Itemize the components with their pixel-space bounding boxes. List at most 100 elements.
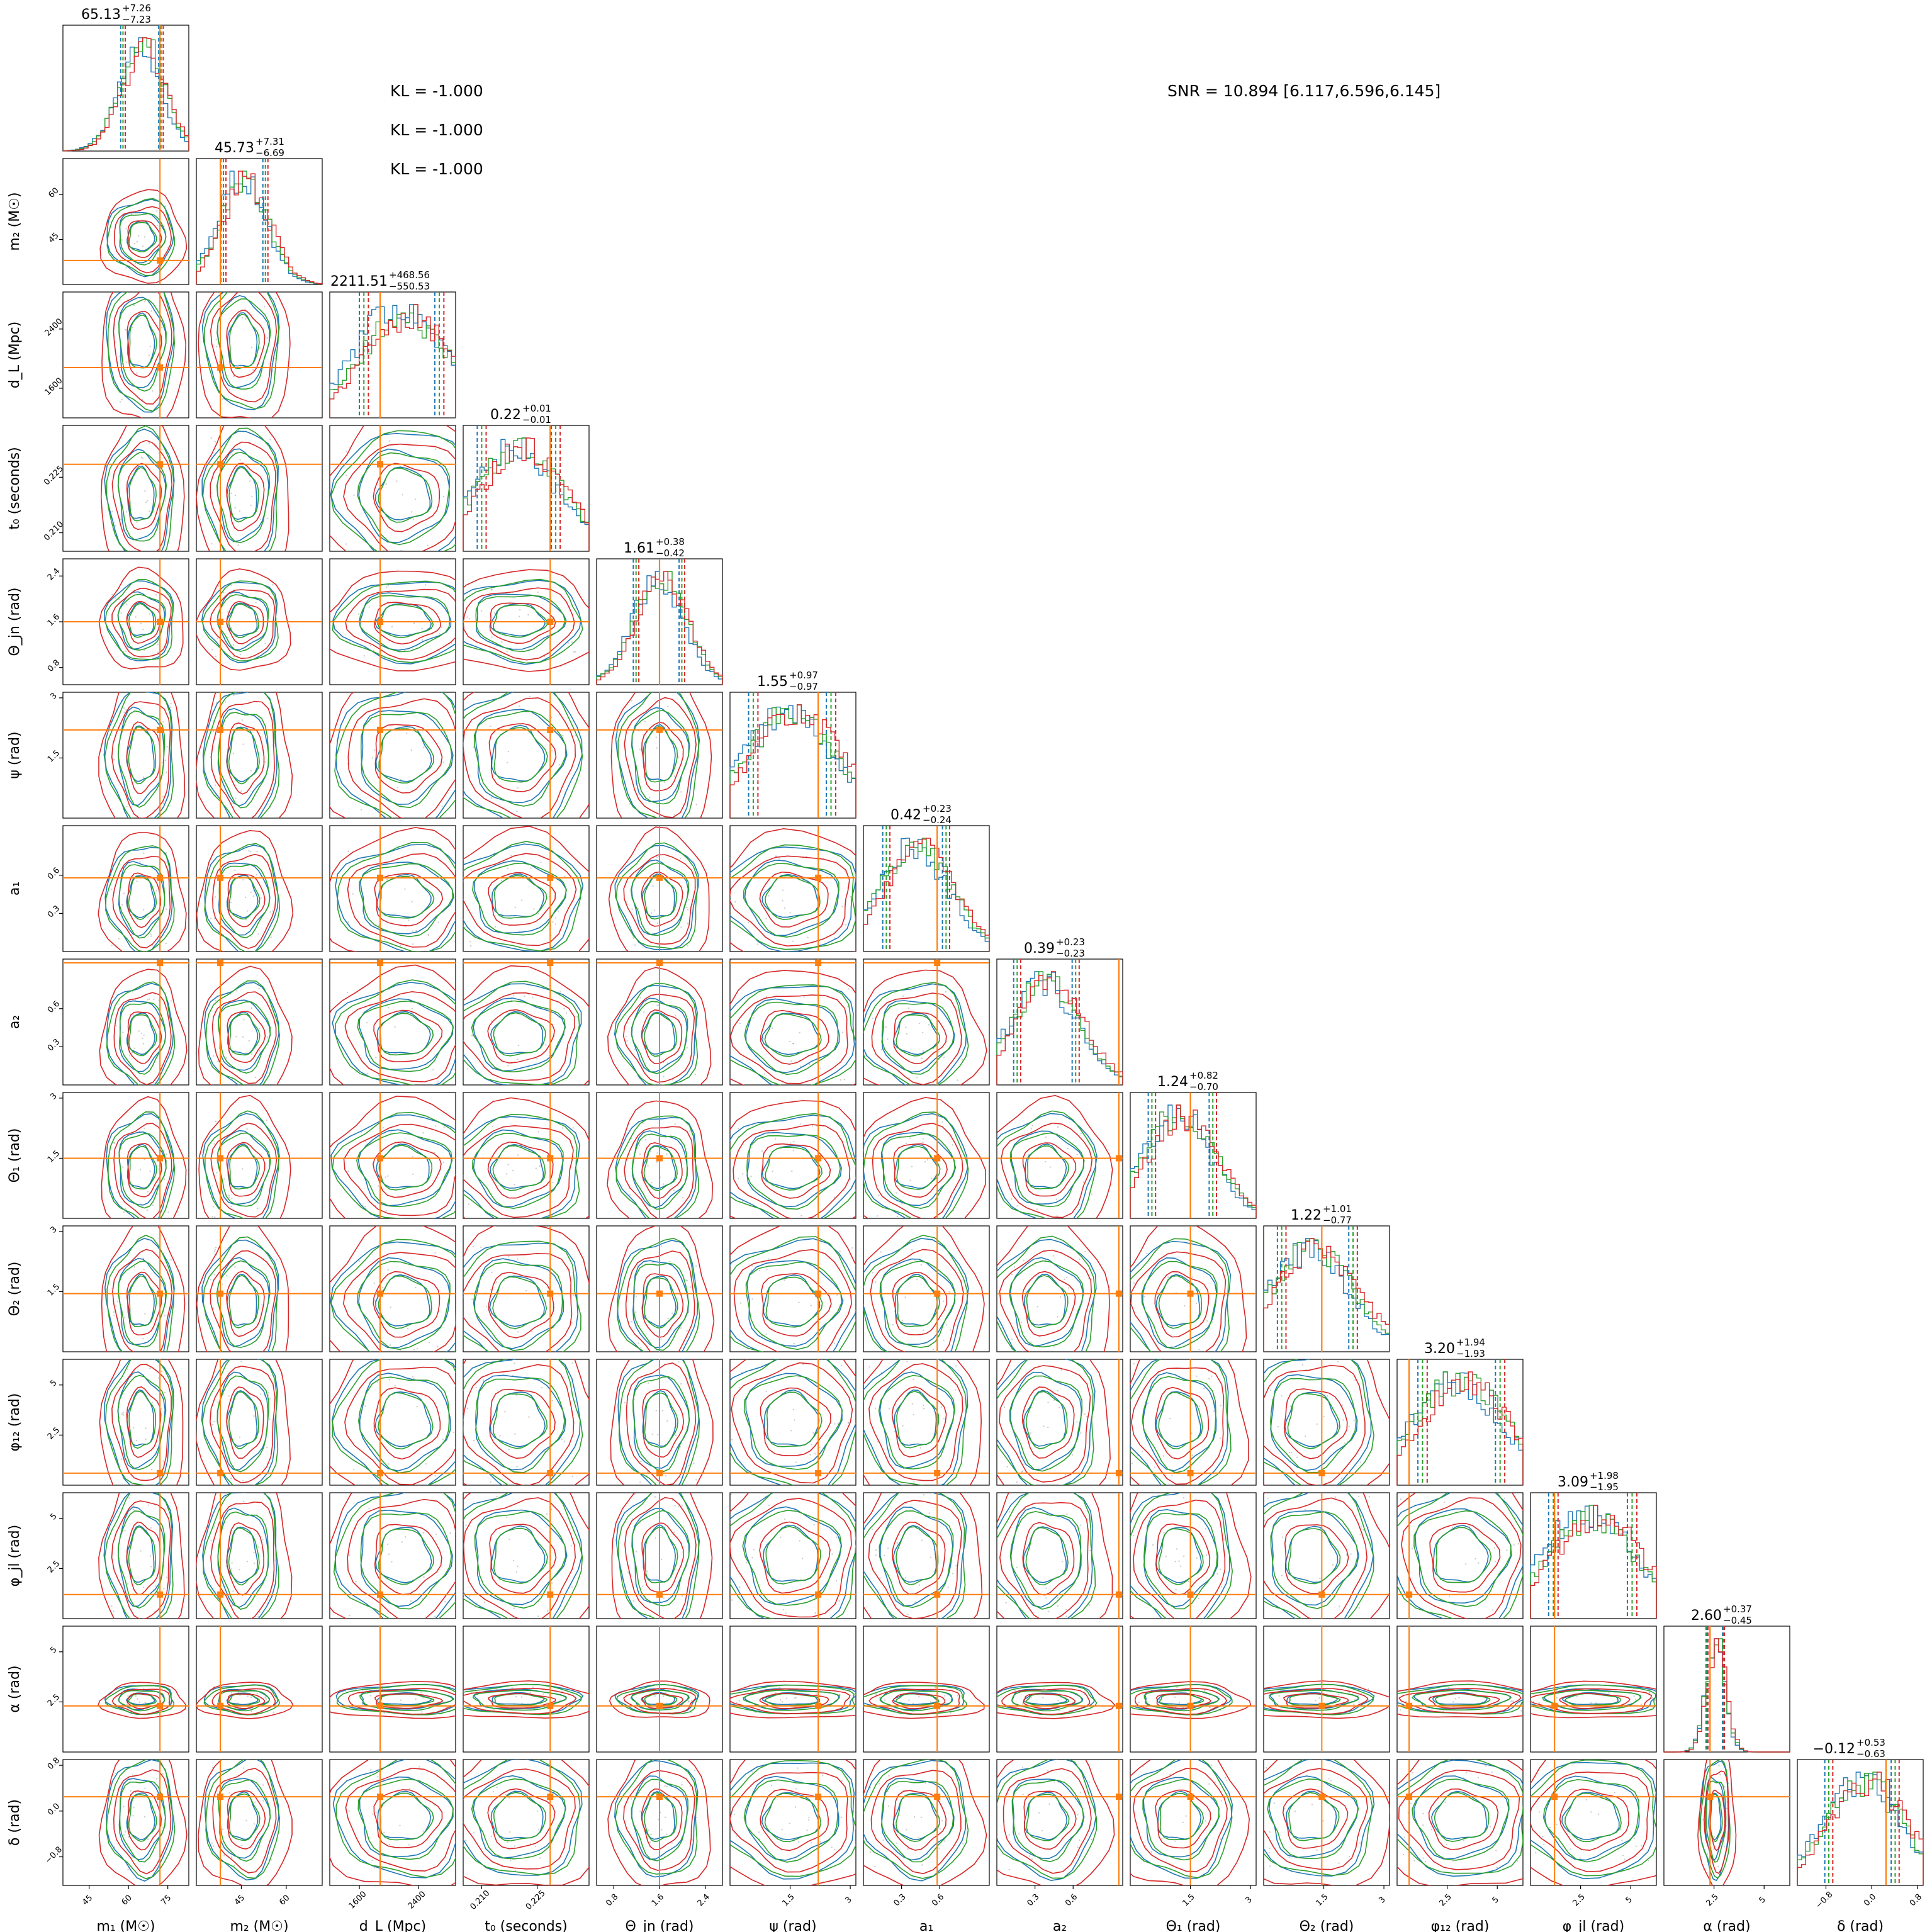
sample-point-theta2-delta [1264, 1868, 1265, 1870]
contour-m2-theta1-1-2 [204, 1110, 279, 1218]
contour-psi-theta1-0-1 [746, 1132, 842, 1208]
sample-point-t0-a1 [507, 867, 508, 869]
sample-point-dL-a2 [411, 1008, 413, 1009]
sample-point-theta2-phi12 [1289, 1405, 1292, 1407]
sample-point-thetajn-a1 [656, 856, 658, 858]
sample-point-a2-alpha [1030, 1697, 1032, 1699]
sample-point-a2-phijl [1066, 1513, 1068, 1515]
contour-m2-phijl-2-1 [210, 1501, 275, 1619]
sample-point-phi12-delta [1491, 1772, 1493, 1773]
truth-marker-t0-psi [547, 726, 554, 733]
snr-annotation: SNR = 10.894 [6.117,6.596,6.145] [1167, 82, 1441, 100]
sample-point-phi12-delta [1465, 1772, 1468, 1774]
sample-point-theta2-phijl [1350, 1553, 1352, 1555]
hist-theta1-series-2 [1130, 1104, 1257, 1218]
contour-m2-phijl-2-2 [196, 1493, 293, 1619]
sample-point-dL-psi [360, 809, 362, 811]
kl-annotation-2: KL = -1.000 [390, 121, 483, 139]
xtick-label-t0-0: 0.210 [468, 1889, 491, 1912]
sample-point-m1-psi [123, 711, 125, 713]
sample-point-dL-phijl [388, 1553, 390, 1555]
sample-point-theta1-delta [1135, 1827, 1138, 1829]
contour-a1-phi12-1-2 [863, 1359, 967, 1485]
contour-psi-a1-0-1 [744, 860, 840, 936]
contour-a2-theta1-0-2 [997, 1113, 1098, 1218]
hist-theta1-series-1 [1130, 1104, 1257, 1218]
sample-point-t0-a1 [514, 906, 516, 909]
sample-point-m2-a1 [248, 850, 250, 852]
sample-point-dL-alpha [422, 1697, 424, 1699]
sample-point-a2-phi12 [1057, 1390, 1059, 1392]
sample-point-m2-delta [211, 1842, 213, 1845]
sample-point-dL-a1 [427, 935, 430, 936]
sample-point-dL-alpha [400, 1699, 402, 1701]
contour-m1-theta2-1-2 [106, 1234, 175, 1352]
sample-point-a1-phijl [929, 1556, 932, 1558]
sample-point-thetajn-phi12 [657, 1434, 659, 1436]
contour-thetajn-phi12-2-2 [610, 1359, 714, 1485]
contour-m2-psi-2-2 [196, 692, 293, 818]
sample-point-t0-theta2 [475, 1352, 476, 1354]
sample-point-dL-theta2 [413, 1349, 415, 1351]
contour-m1-delta-2-1 [113, 1769, 172, 1875]
contour-theta2-delta-1-1 [1267, 1778, 1359, 1860]
sample-point-dL-psi [441, 805, 443, 807]
sample-point-m1-t0 [115, 525, 116, 527]
contour-theta1-theta2-1-1 [1141, 1261, 1218, 1350]
sample-point-theta2-phi12 [1344, 1442, 1346, 1444]
panel-frame-m1-t0 [62, 425, 189, 552]
panel-frame-psi-a1 [729, 825, 856, 952]
sample-point-m1-phi12 [122, 1412, 124, 1413]
sample-point-m2-delta [222, 1828, 223, 1830]
sample-point-t0-phijl [465, 1524, 467, 1526]
sample-point-psi-theta1 [750, 1176, 752, 1177]
sample-point-thetajn-phi12 [680, 1383, 682, 1385]
contour-a2-theta2-1-0 [1026, 1274, 1069, 1328]
truth-marker-a1-theta1 [934, 1155, 941, 1162]
sample-point-a1-theta1 [905, 1142, 907, 1145]
sample-point-dL-alpha [403, 1711, 405, 1714]
kl-annotation-1: KL = -1.000 [390, 82, 483, 100]
sample-point-thetajn-phi12 [665, 1474, 667, 1477]
sample-point-a1-phijl [905, 1502, 907, 1505]
contour-dL-delta-2-0 [373, 1789, 443, 1848]
contour-dL-theta2-1-0 [378, 1275, 432, 1329]
contour-m1-t0-1-0 [128, 467, 157, 522]
contour-m2-psi-1-2 [203, 692, 280, 818]
contour-thetajn-phijl-1-1 [631, 1510, 690, 1607]
contour-t0-alpha-1-0 [494, 1693, 548, 1706]
sample-point-a1-a2 [938, 1051, 940, 1053]
sample-point-m2-phi12 [211, 1424, 214, 1426]
panel-m1-phi12 [62, 1359, 189, 1486]
contour-thetajn-a2-2-0 [641, 1009, 683, 1064]
sample-point-m2-dL [241, 317, 244, 319]
sample-point-m2-a1 [247, 910, 249, 912]
sample-point-psi-theta2 [765, 1333, 767, 1335]
sample-point-m1-theta2 [133, 1266, 136, 1268]
sample-point-thetajn-delta [692, 1839, 694, 1841]
sample-point-dL-t0 [442, 495, 445, 498]
sample-point-m2-a1 [242, 879, 244, 881]
sample-point-dL-thetajn [441, 627, 443, 629]
sample-point-t0-phijl [515, 1571, 518, 1573]
sample-point-psi-phijl [745, 1562, 748, 1564]
sample-point-m1-a1 [142, 909, 145, 911]
sample-point-dL-delta [456, 1794, 457, 1795]
contour-theta1-alpha-1-1 [1143, 1690, 1220, 1712]
sample-point-dL-psi [371, 757, 374, 759]
sample-point-dL-a2 [394, 1026, 396, 1028]
contour-a2-theta1-1-1 [1009, 1132, 1085, 1208]
contour-psi-delta-2-1 [730, 1772, 848, 1873]
contour-dL-psi-2-0 [374, 724, 443, 794]
contour-a2-delta-2-2 [997, 1760, 1115, 1885]
contour-t0-phi12-1-0 [492, 1393, 548, 1449]
sample-point-dL-phi12 [394, 1384, 396, 1387]
contour-phijl-alpha-2-0 [1559, 1693, 1631, 1709]
panel-dL-alpha [329, 1626, 456, 1753]
sample-point-dL-a2 [346, 991, 349, 994]
sample-point-m2-theta1 [266, 1120, 267, 1121]
sample-point-thetajn-phijl [632, 1600, 635, 1602]
sample-point-m2-phijl [239, 1568, 240, 1571]
sample-point-theta1-delta [1161, 1838, 1163, 1840]
contour-thetajn-a1-1-1 [630, 862, 690, 936]
